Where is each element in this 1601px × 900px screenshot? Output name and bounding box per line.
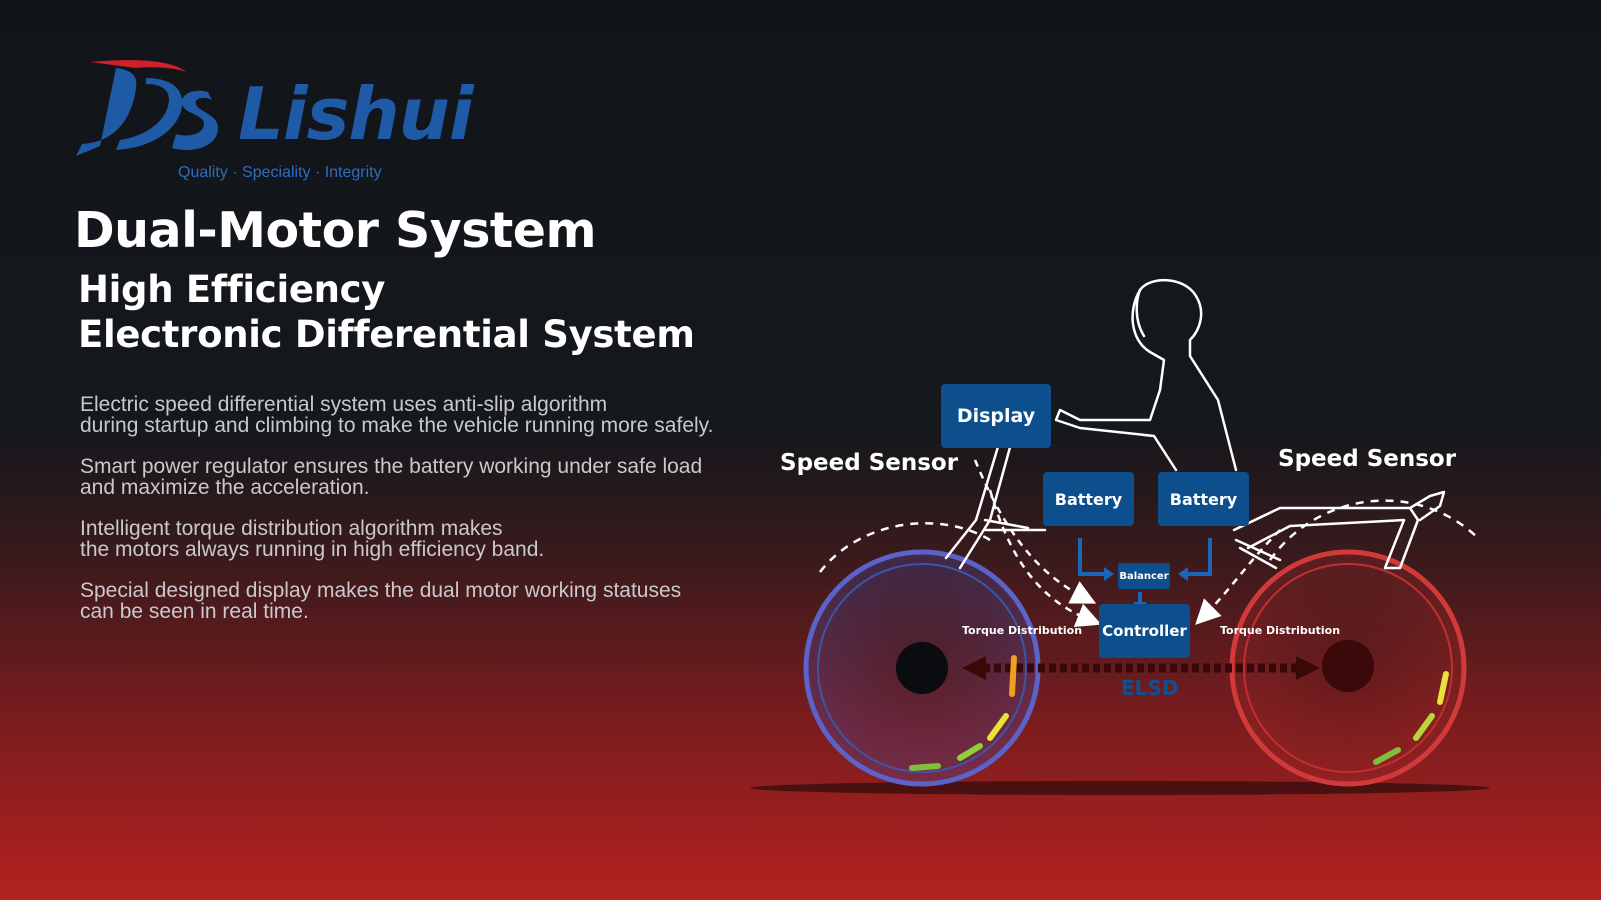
- sensor-arrow-left-2: [988, 489, 1102, 627]
- scooter-frame: [944, 438, 1446, 570]
- torque-arrows-front: [909, 655, 1017, 771]
- description-line: Intelligent torque distribution algorith…: [80, 517, 503, 540]
- description-paragraph: Special designed display makes the dual …: [80, 580, 780, 622]
- front-speed-arc: [819, 522, 991, 573]
- torque-distribution-label-right: Torque Distribution: [1220, 624, 1341, 637]
- description-paragraph: Electric speed differential system uses …: [80, 394, 780, 436]
- display-box: Display: [941, 384, 1051, 448]
- elsd-arrowhead-right: [1296, 656, 1320, 680]
- rear-hub-motor: [1322, 640, 1374, 692]
- brand-name: Lishui: [238, 72, 474, 156]
- balancer-box: Balancer: [1118, 563, 1170, 589]
- description-line: the motors always running in high effici…: [80, 538, 545, 561]
- torque-arrows-rear: [1373, 671, 1449, 765]
- lishui-logo-icon: [76, 60, 218, 156]
- elsd-arrowhead-left: [962, 656, 986, 680]
- brand-tagline: Quality · Speciality · Integrity: [178, 164, 382, 181]
- subtitle-electronic-differential: Electronic Differential System: [78, 313, 695, 356]
- sensor-arrow-left-1: [973, 459, 1097, 604]
- ground-shadow: [750, 781, 1490, 795]
- rider-outline: [1054, 278, 1238, 472]
- battery-left-arrow: [1078, 538, 1104, 576]
- description-paragraph: Smart power regulator ensures the batter…: [80, 456, 780, 498]
- speed-sensor-label-left: Speed Sensor: [780, 450, 959, 476]
- controller-box: Controller: [1099, 604, 1190, 658]
- elsd-label: ELSD: [1121, 676, 1179, 700]
- description-line: can be seen in real time.: [80, 600, 309, 623]
- page-title: Dual-Motor System: [74, 202, 597, 259]
- description-line: Electric speed differential system uses …: [80, 393, 608, 416]
- subtitle-high-efficiency: High Efficiency: [78, 268, 386, 311]
- rear-wheel: [1229, 549, 1467, 787]
- battery-box-left: Battery: [1043, 472, 1134, 526]
- battery-right-arrow: [1188, 538, 1212, 576]
- description-line: Special designed display makes the dual …: [80, 579, 682, 602]
- rear-speed-arc: [1268, 499, 1481, 561]
- description-line: Smart power regulator ensures the batter…: [80, 455, 703, 478]
- description-paragraph: Intelligent torque distribution algorith…: [80, 518, 780, 560]
- torque-distribution-label-left: Torque Distribution: [962, 624, 1083, 637]
- front-wheel: [803, 549, 1041, 787]
- description-line: during startup and climbing to make the …: [80, 414, 714, 437]
- brand-logo: Lishui Quality · Speciality · Integrity: [76, 58, 496, 188]
- battery-box-right: Battery: [1158, 472, 1249, 526]
- description-line: and maximize the acceleration.: [80, 476, 370, 499]
- speed-sensor-label-right: Speed Sensor: [1278, 446, 1457, 472]
- front-hub-motor: [896, 642, 948, 694]
- sensor-arrow-right: [1195, 529, 1281, 625]
- battery-right-arrowhead: [1178, 567, 1188, 581]
- battery-left-arrowhead: [1104, 567, 1114, 581]
